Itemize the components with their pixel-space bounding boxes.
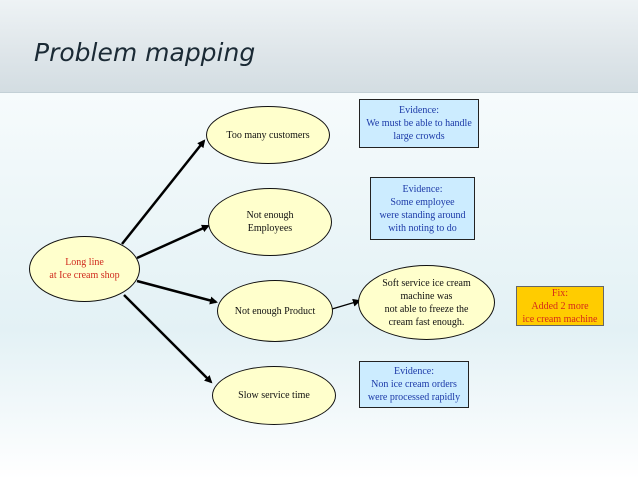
slide-title: Problem mapping	[34, 38, 256, 67]
machine-freeze-text: Soft service ice cream machine was not a…	[382, 277, 471, 328]
fix-text: Fix: Added 2 more ice cream machine	[522, 287, 598, 325]
cause-text: Too many customers	[226, 129, 310, 141]
arrow-root-to-not-enough-employees	[136, 224, 210, 260]
title-band: Problem mapping	[0, 0, 638, 93]
arrow-product-to-machine	[331, 298, 361, 310]
evidence-box-non-ice-cream-orders: Evidence: Non ice cream orders were proc…	[359, 361, 469, 408]
fix-box: Fix: Added 2 more ice cream machine	[516, 286, 604, 326]
cause-text: Not enough Product	[234, 305, 316, 317]
cause-slow-service-time: Slow service time	[212, 366, 336, 425]
machine-freeze-ellipse: Soft service ice cream machine was not a…	[358, 265, 495, 340]
evidence-text: Evidence: We must be able to handle larg…	[366, 105, 472, 142]
arrow-root-to-slow-service-time	[123, 294, 213, 384]
cause-text: Slow service time	[238, 390, 310, 401]
cause-text: Not enough Employees	[246, 210, 294, 234]
evidence-box-large-crowds: Evidence: We must be able to handle larg…	[359, 99, 479, 148]
cause-not-enough-product: Not enough Product	[217, 280, 333, 342]
cause-too-many-customers: Too many customers	[206, 106, 330, 164]
cause-not-enough-employees: Not enough Employees	[208, 188, 332, 256]
evidence-box-employees-standing: Evidence: Some employee were standing ar…	[370, 177, 475, 240]
arrow-root-to-not-enough-product	[136, 279, 218, 305]
root-problem-ellipse: Long line at Ice cream shop	[29, 236, 140, 302]
root-problem-text: Long line at Ice cream shop	[49, 257, 120, 281]
arrow-root-to-too-many-customers	[121, 139, 206, 245]
evidence-text: Evidence: Non ice cream orders were proc…	[367, 366, 461, 403]
evidence-text: Evidence: Some employee were standing ar…	[379, 183, 466, 234]
